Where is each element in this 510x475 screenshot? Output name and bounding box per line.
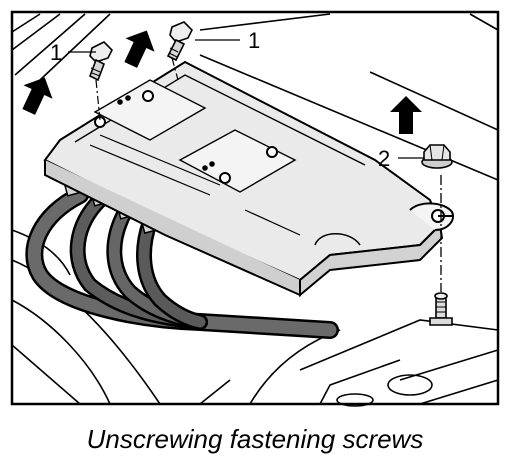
arrow-up-icon (124, 30, 155, 68)
screw-right (166, 21, 193, 62)
arrow-up-icon (22, 77, 53, 115)
callout-leaders (68, 39, 424, 159)
arrow-up-icon (390, 96, 422, 134)
screw-left (88, 41, 113, 82)
screw-left-axis (95, 79, 101, 121)
figure-caption: Unscrewing fastening screws (86, 424, 424, 454)
callout-screw-right: 1 (248, 28, 260, 53)
screw-right-axis (171, 57, 179, 81)
cable-harness (25, 186, 339, 339)
callout-screw-left: 1 (50, 40, 62, 65)
control-unit-bracket (43, 60, 454, 298)
callout-nut: 2 (378, 146, 390, 171)
removal-arrows (22, 30, 422, 134)
flange-nut (421, 144, 453, 169)
threaded-stud (429, 292, 453, 326)
